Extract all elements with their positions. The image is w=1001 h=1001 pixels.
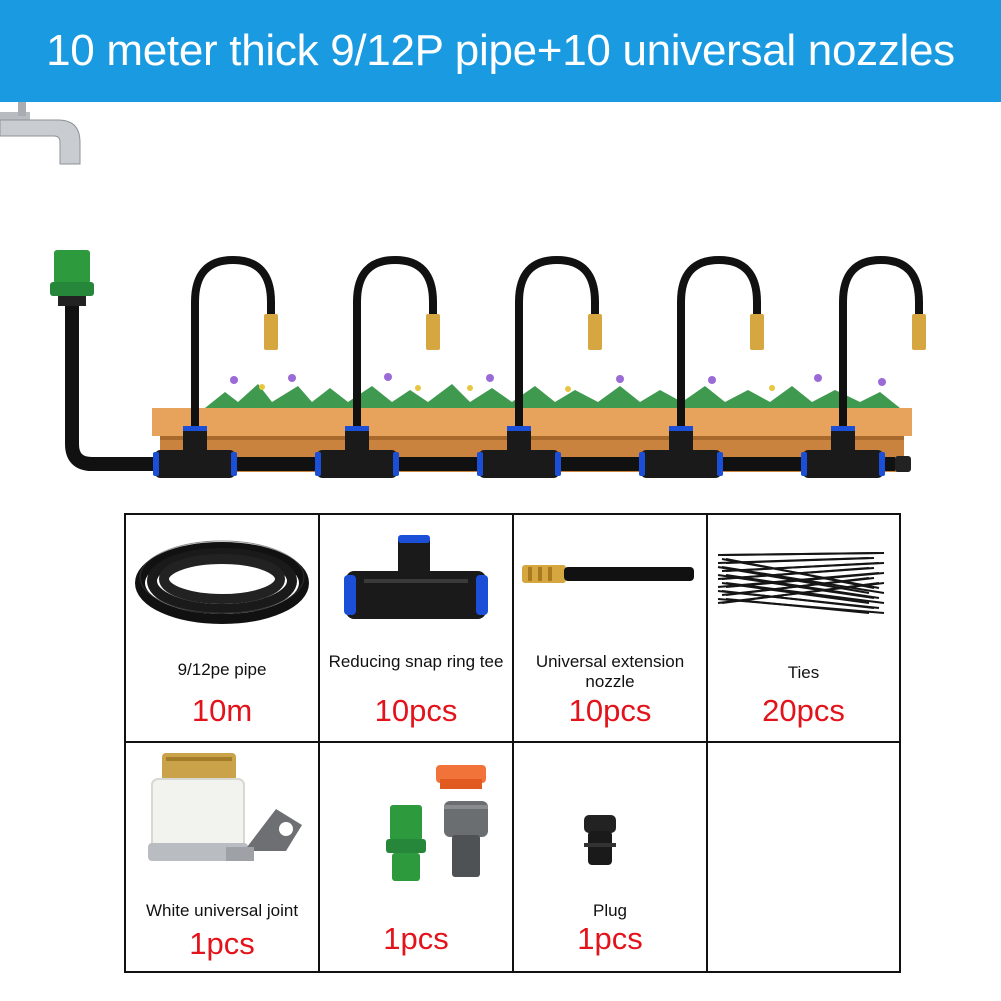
- universal-joint-icon: [148, 753, 302, 861]
- cable-tie: [721, 590, 875, 609]
- nozzle-riser: [801, 255, 926, 478]
- nozzle-risers: [153, 255, 926, 478]
- item-name: Universal extension nozzle: [535, 652, 685, 691]
- item-cell-universal-joint: White universal joint 1pcs: [126, 743, 320, 971]
- item-quantity: 10pcs: [568, 693, 652, 728]
- cable-tie: [721, 552, 880, 556]
- item-name: White universal joint: [145, 901, 299, 920]
- item-quantity: 1pcs: [577, 921, 643, 956]
- nozzle-riser: [639, 255, 764, 478]
- item-quantity: 10pcs: [374, 693, 458, 728]
- banner-title: 10 meter thick 9/12P pipe+10 universal n…: [46, 26, 955, 75]
- end-plug-icon: [895, 456, 911, 472]
- faucet-icon: [0, 102, 81, 165]
- item-name: 9/12pe pipe: [177, 660, 267, 679]
- item-cell-quick-connector: 1pcs: [320, 743, 514, 971]
- cable-tie: [725, 577, 870, 596]
- item-cell-nozzle: Universal extension nozzle 10pcs: [514, 515, 708, 743]
- cable-tie: [725, 562, 880, 572]
- item-cell-plug: Plug 1pcs: [514, 743, 708, 971]
- cable-tie: [721, 567, 870, 580]
- cable-tie: [717, 557, 870, 564]
- cable-tie: [717, 572, 880, 588]
- inlet-connector-icon: [50, 250, 94, 306]
- item-cell-pipe: 9/12pe pipe 10m: [126, 515, 320, 743]
- plants: [205, 373, 900, 408]
- nozzle-riser: [315, 255, 440, 478]
- components-grid: 9/12pe pipe 10m Reducing snap ring tee 1…: [124, 513, 901, 973]
- nozzle-riser: [153, 255, 278, 478]
- tee-connector-icon: [344, 535, 488, 619]
- pipe-coil-icon: [135, 540, 309, 624]
- main-pipe: [65, 304, 895, 471]
- nozzle-riser: [477, 255, 602, 478]
- cable-ties-icon: [717, 552, 885, 614]
- item-quantity: 10m: [191, 693, 253, 728]
- empty-cell: [708, 743, 899, 971]
- plug-icon: [584, 815, 616, 865]
- item-cell-ties: Ties 20pcs: [708, 515, 899, 743]
- item-quantity: 1pcs: [189, 926, 255, 961]
- installation-illustration: [0, 102, 926, 478]
- cable-tie: [717, 598, 885, 614]
- item-name: Ties: [787, 663, 820, 682]
- item-quantity: 1pcs: [383, 921, 449, 956]
- item-quantity: 20pcs: [762, 693, 845, 728]
- title-banner: 10 meter thick 9/12P pipe+10 universal n…: [0, 0, 1001, 102]
- extension-nozzle-icon: [522, 565, 694, 583]
- item-name: Plug: [592, 901, 628, 920]
- item-name: Reducing snap ring tee: [328, 652, 504, 671]
- quick-connector-icon: [386, 765, 488, 881]
- item-cell-tee: Reducing snap ring tee 10pcs: [320, 515, 514, 743]
- cable-tie: [721, 582, 880, 604]
